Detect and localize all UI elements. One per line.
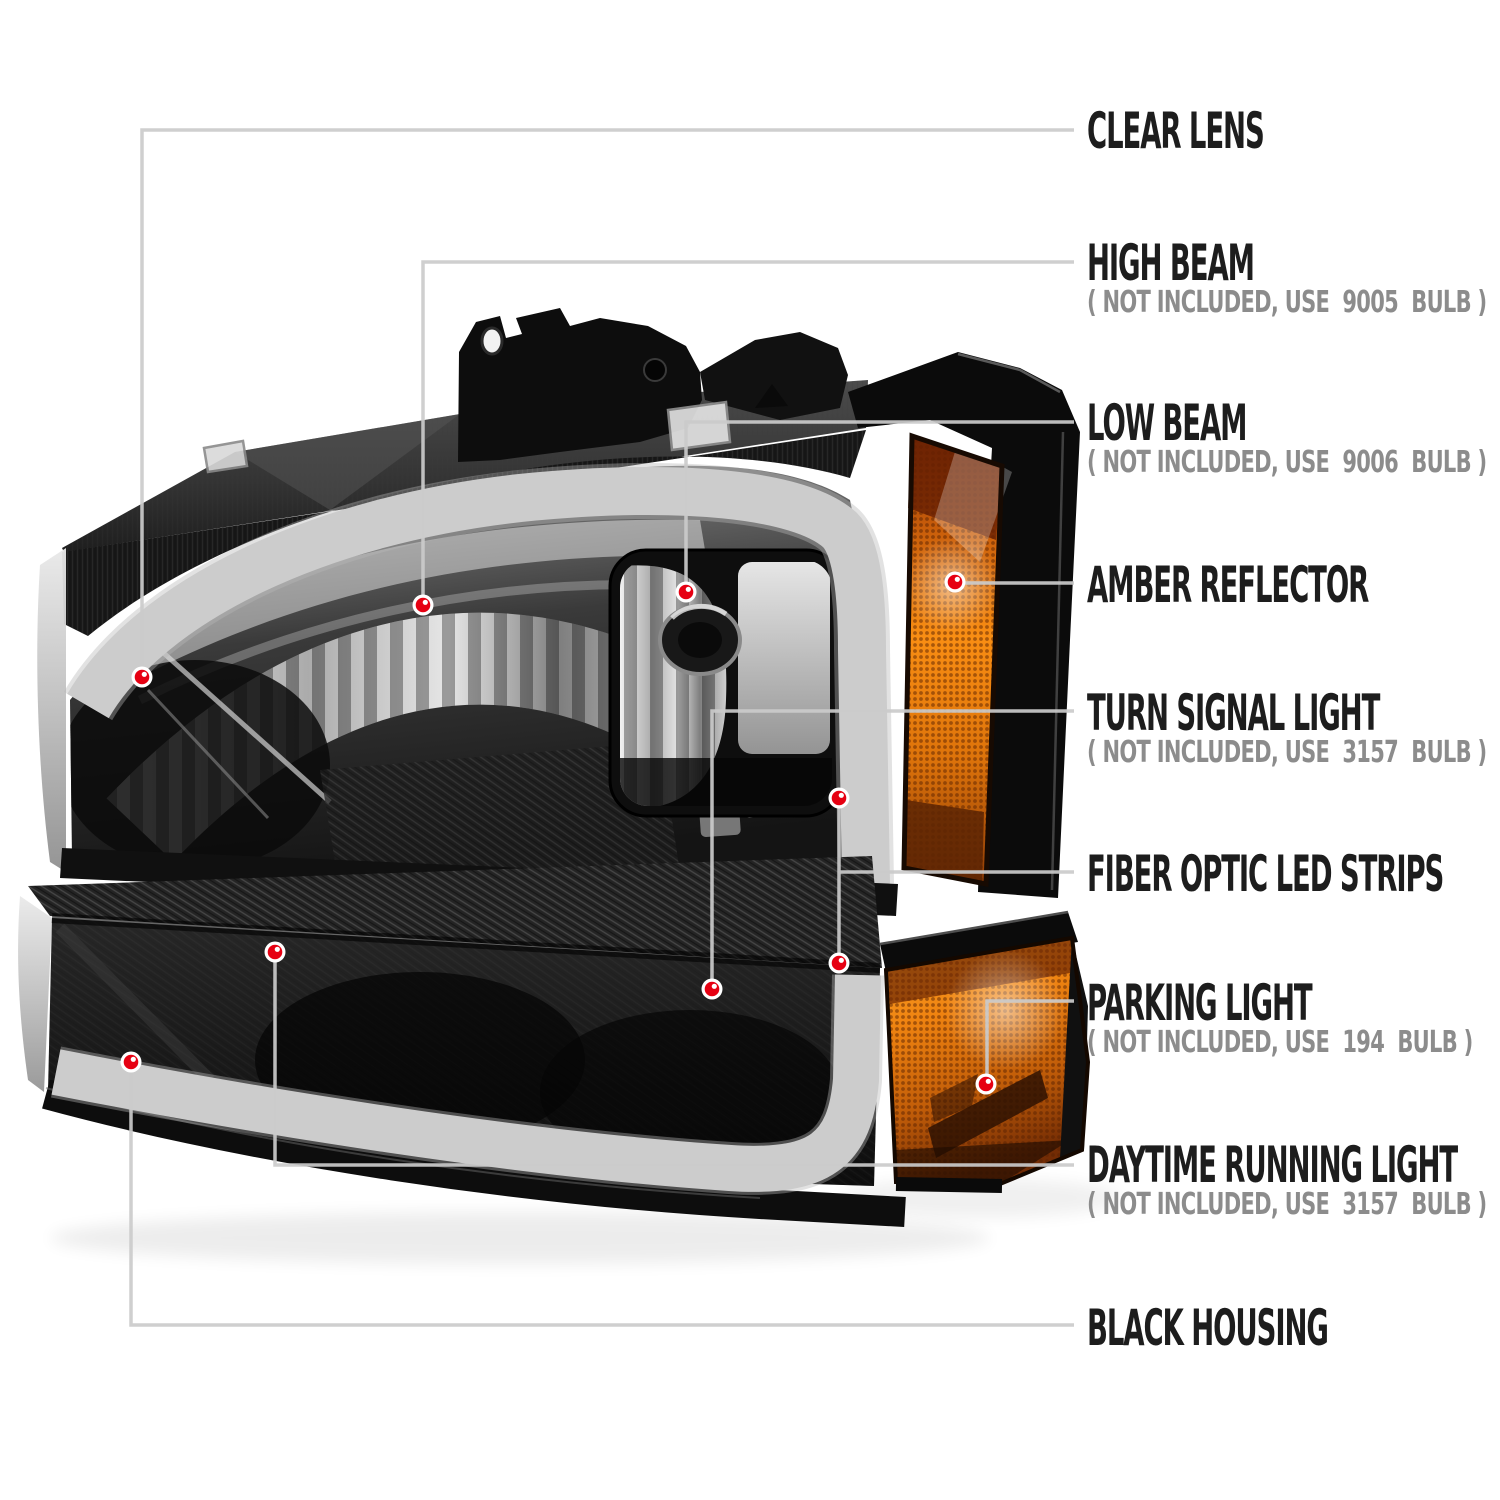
sublabel-parking-light: ( NOT INCLUDED, USE 194 BULB )	[1087, 1025, 1473, 1060]
label-clear-lens: CLEAR LENS	[1087, 102, 1265, 160]
leader-high-beam	[421, 260, 1074, 605]
label-turn-signal: TURN SIGNAL LIGHT	[1087, 684, 1380, 742]
dot-fiber-optic-lower	[828, 952, 850, 974]
label-parking-light: PARKING LIGHT	[1087, 974, 1313, 1032]
clear-lens-area	[70, 465, 866, 886]
label-black-housing: BLACK HOUSING	[1087, 1299, 1329, 1357]
leader-daytime-running-light	[273, 952, 1074, 1167]
sublabel-turn-signal: ( NOT INCLUDED, USE 3157 BULB )	[1087, 735, 1487, 770]
sublabel-low-beam: ( NOT INCLUDED, USE 9006 BULB )	[1087, 445, 1487, 480]
amber-reflector	[901, 432, 1012, 888]
headlight-led-strip	[63, 463, 894, 885]
dot-low-beam	[675, 581, 697, 603]
mounting-brackets	[458, 308, 848, 462]
leader-black-housing	[129, 1062, 1074, 1327]
dot-turn-signal	[701, 978, 723, 1000]
leader-low-beam	[684, 420, 1074, 592]
callout-clear-lens: CLEAR LENS	[1087, 102, 1408, 160]
lens-top-frame	[62, 430, 866, 636]
sublabel-daytime-running-light: ( NOT INCLUDED, USE 3157 BULB )	[1087, 1187, 1487, 1222]
label-amber-reflector: AMBER REFLECTOR	[1087, 556, 1369, 614]
callout-amber-reflector: AMBER REFLECTOR	[1087, 556, 1500, 614]
amber-corner-lamp	[879, 910, 1091, 1193]
callout-high-beam: HIGH BEAM ( NOT INCLUDED, USE 9005 BULB …	[1087, 234, 1500, 320]
callout-fiber-optic: FIBER OPTIC LED STRIPS	[1087, 845, 1500, 903]
label-low-beam: LOW BEAM	[1087, 394, 1248, 452]
callout-dots	[120, 571, 997, 1095]
callout-lines	[129, 128, 1074, 1327]
dot-clear-lens	[131, 666, 153, 688]
callout-turn-signal: TURN SIGNAL LIGHT ( NOT INCLUDED, USE 31…	[1087, 684, 1500, 770]
lens-left-wrap	[37, 548, 66, 872]
label-fiber-optic: FIBER OPTIC LED STRIPS	[1087, 845, 1444, 903]
dot-black-housing	[120, 1051, 142, 1073]
label-high-beam: HIGH BEAM	[1087, 234, 1255, 292]
dot-high-beam	[412, 594, 434, 616]
sublabel-high-beam: ( NOT INCLUDED, USE 9005 BULB )	[1087, 285, 1487, 320]
housing-right-wrap	[848, 352, 1080, 898]
leader-turn-signal	[710, 709, 1074, 989]
dot-amber-reflector	[944, 571, 966, 593]
callout-daytime-running-light: DAYTIME RUNNING LIGHT ( NOT INCLUDED, US…	[1087, 1136, 1500, 1222]
label-daytime-running-light: DAYTIME RUNNING LIGHT	[1087, 1136, 1458, 1194]
dot-parking-light	[975, 1073, 997, 1095]
callout-black-housing: BLACK HOUSING	[1087, 1299, 1500, 1357]
low-beam-reflector	[608, 548, 844, 818]
leader-parking-light	[985, 999, 1074, 1084]
dot-fiber-optic-upper	[828, 787, 850, 809]
callout-parking-light: PARKING LIGHT ( NOT INCLUDED, USE 194 BU…	[1087, 974, 1500, 1060]
bumper-led-strip	[50, 974, 884, 1195]
dot-daytime-running-light	[264, 941, 286, 963]
leader-fiber-optic	[837, 798, 1074, 963]
bumper-light	[18, 856, 1091, 1227]
callout-low-beam: LOW BEAM ( NOT INCLUDED, USE 9006 BULB )	[1087, 394, 1500, 480]
leader-clear-lens	[140, 128, 1074, 677]
